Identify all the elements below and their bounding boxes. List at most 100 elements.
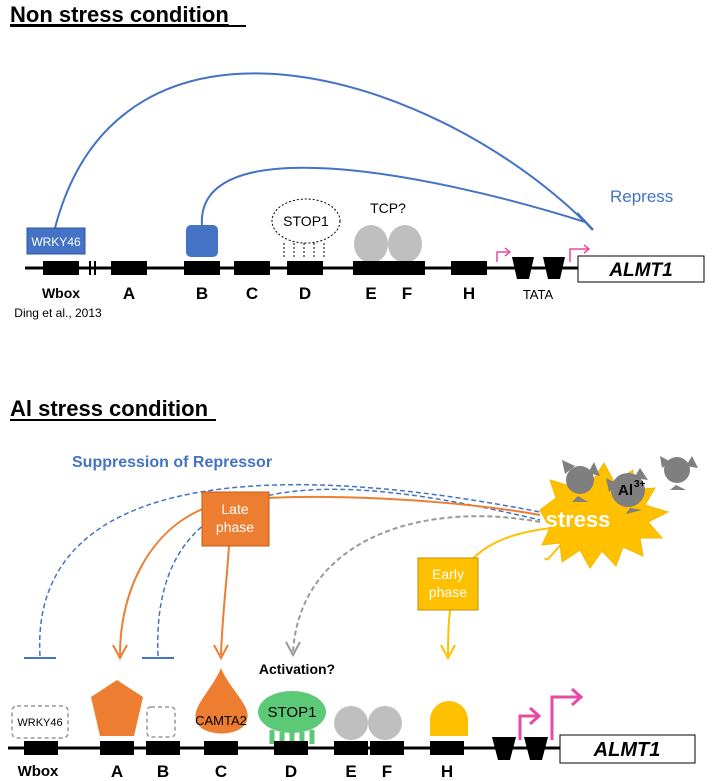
late-phase-arrowhead-a: [112, 644, 128, 661]
wrky46-box: [26, 227, 86, 255]
stop1-green-fingers: [269, 730, 315, 744]
camta2-drop: [195, 668, 248, 734]
bottom-label-f: F: [382, 762, 392, 781]
top-tss-arrowhead-2: [583, 244, 591, 254]
bottom-tata-2: [524, 737, 548, 760]
wrky-repress-arc: [54, 72, 586, 229]
bottom-tcp-f: [368, 706, 402, 740]
late-phase-arrowhead-c: [213, 644, 229, 661]
pentagon-protein-a: [91, 680, 143, 736]
bottom-wbox-element: [24, 741, 58, 755]
bottom-element-b: [146, 741, 180, 755]
bottom-tss-arrow-1: [518, 714, 538, 740]
bottom-wrky46-label: WRKY46: [17, 717, 62, 729]
late-phase-line-1: Late: [221, 501, 248, 517]
suppression-arc-b: [157, 488, 541, 657]
bottom-label-c: C: [215, 762, 227, 781]
bottom-tcp-e: [334, 706, 368, 740]
bottom-label-a: A: [111, 762, 123, 781]
top-tss-arrow-1: [496, 251, 509, 262]
top-tata-1: [512, 257, 534, 279]
early-phase-line-2: phase: [429, 584, 467, 600]
bottom-tss-arrowhead-1: [529, 706, 542, 726]
bottom-heading: Al stress condition: [10, 396, 208, 421]
top-tata-label: TATA: [523, 287, 554, 302]
stop1-label: STOP1: [283, 213, 329, 229]
top-wbox-element: [43, 261, 79, 275]
bottom-label-h: H: [441, 762, 453, 781]
early-phase-arrowhead: [440, 644, 456, 661]
al-ion-3: [660, 456, 698, 490]
suppression-label: Suppression of Repressor: [72, 454, 272, 471]
tcp-label: TCP?: [370, 200, 406, 216]
bottom-element-c: [204, 741, 238, 755]
bottom-element-h: [430, 741, 464, 755]
wrky46-label: WRKY46: [31, 235, 81, 249]
bottom-label-b: B: [157, 762, 169, 781]
top-label-h: H: [463, 284, 475, 303]
bottom-tss-arrowhead-2: [571, 687, 584, 707]
late-phase-box: [201, 491, 270, 547]
top-element-f: [389, 261, 425, 275]
camta2-label: CAMTA2: [195, 713, 247, 728]
al-ion-2: [606, 468, 648, 514]
top-tss-arrow-2: [569, 248, 588, 262]
top-almt1-box: [577, 255, 705, 283]
bottom-element-f: [370, 741, 404, 755]
bottom-almt1-box: [559, 734, 696, 764]
late-phase-arrow-c: [220, 545, 230, 656]
al-ion-1: [562, 460, 600, 502]
early-protein-h: [430, 701, 468, 736]
repress-bar: [576, 212, 594, 231]
late-phase-line-2: phase: [216, 519, 254, 535]
activation-arrowhead: [285, 641, 301, 658]
tcp-circle-e: [354, 225, 388, 263]
top-element-d: [287, 261, 323, 275]
bottom-tata-1: [492, 737, 516, 760]
suppression-arc-wrky: [39, 483, 541, 657]
citation: Ding et al., 2013: [14, 306, 102, 320]
stop1-ellipse: [271, 198, 341, 244]
top-heading: Non stress condition: [10, 2, 229, 27]
repress-label: Repress: [610, 187, 673, 206]
stop1-green-ellipse: [258, 691, 326, 733]
top-tss-arrowhead-1: [504, 247, 512, 257]
activation-arrow: [292, 515, 541, 653]
early-phase-line-1: Early: [432, 566, 464, 582]
bottom-label-e: E: [345, 762, 356, 781]
stop1-fingers: [283, 243, 325, 257]
top-label-f: F: [402, 284, 412, 303]
dashed-protein-b: [146, 706, 176, 738]
activation-label: Activation?: [259, 661, 335, 677]
tcp-circle-f: [388, 225, 422, 263]
bottom-wrky46-box: [11, 705, 69, 739]
top-almt1-label: ALMT1: [608, 260, 672, 281]
al-ion-label: Al: [618, 482, 633, 499]
bottom-wbox-label: Wbox: [18, 763, 59, 780]
bottom-tss-arrow-2: [550, 695, 580, 740]
bottom-element-a: [100, 741, 134, 755]
top-element-b: [184, 261, 220, 275]
al-charge-label: 3+: [634, 479, 646, 490]
top-label-a: A: [123, 284, 135, 303]
top-tata-2: [543, 257, 565, 279]
top-element-a: [111, 261, 147, 275]
bottom-element-e: [334, 741, 368, 755]
top-wbox-label: Wbox: [42, 285, 80, 301]
top-label-c: C: [246, 284, 258, 303]
bottom-stop1-label: STOP1: [268, 704, 317, 721]
bottom-label-d: D: [285, 762, 297, 781]
b-repressor-box: [186, 225, 218, 257]
top-element-e: [353, 261, 389, 275]
top-element-c: [234, 261, 270, 275]
early-phase-box: [417, 557, 479, 611]
top-label-e: E: [365, 284, 376, 303]
top-element-h: [451, 261, 487, 275]
top-label-d: D: [299, 284, 311, 303]
b-repress-arc: [200, 166, 586, 227]
bottom-almt1-label: ALMT1: [593, 739, 661, 761]
bottom-element-d: [274, 741, 308, 755]
top-label-b: B: [196, 284, 208, 303]
stress-label: stress: [546, 507, 611, 532]
